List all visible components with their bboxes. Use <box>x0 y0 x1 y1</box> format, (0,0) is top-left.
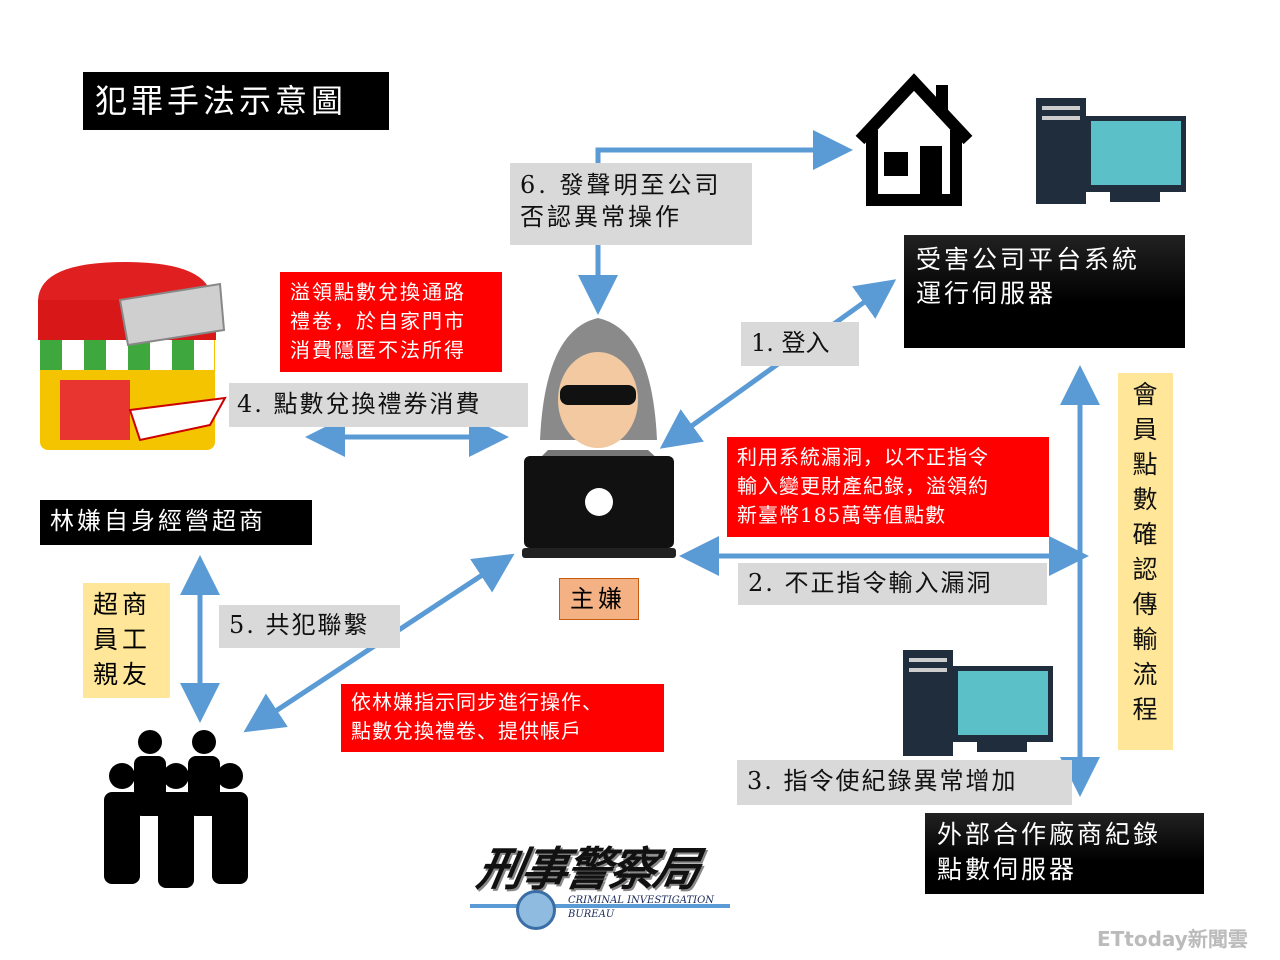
server-computer-icon <box>1036 98 1186 204</box>
logo-cn: 刑事警察局 <box>473 842 703 896</box>
vendor-server-label: 外部合作廠商紀錄 點數伺服器 <box>925 813 1204 894</box>
redeem-note-line3: 消費隱匿不法所得 <box>290 338 466 362</box>
accomplice-note-line1: 依林嫌指示同步進行操作、 <box>351 690 603 714</box>
suspect-label: 主嫌 <box>559 578 639 620</box>
step4-label: 4. 點數兌換禮券消費 <box>229 383 528 427</box>
exploit-note-line1: 利用系統漏洞，以不正指令 <box>737 445 989 469</box>
exploit-note-line2: 輸入變更財產紀錄，溢領約 <box>737 474 989 498</box>
badge-icon <box>516 890 556 930</box>
diagram-title: 犯罪手法示意圖 <box>83 72 389 130</box>
victim-server-line2: 運行伺服器 <box>916 278 1057 308</box>
exploit-note: 利用系統漏洞，以不正指令 輸入變更財產紀錄，溢領約 新臺幣185萬等值點數 <box>727 437 1049 537</box>
victim-server-line1: 受害公司平台系統 <box>916 245 1141 274</box>
step6-line1: 6. 發聲明至公司 <box>520 171 722 199</box>
watermark: ETtoday新聞雲 <box>1097 927 1248 951</box>
accomplices-line3: 親友 <box>93 660 152 689</box>
cib-logo: 刑事警察局 CRIMINAL INVESTIGATION BUREAU <box>470 838 732 938</box>
accomplices-line1: 超商 <box>93 590 152 619</box>
accomplices-group-icon <box>104 730 248 888</box>
convenience-store-icon <box>38 262 227 450</box>
logo-en: CRIMINAL INVESTIGATION BUREAU <box>568 895 715 920</box>
step1-label: 1. 登入 <box>741 322 859 366</box>
step3-label: 3. 指令使紀錄異常增加 <box>737 760 1072 805</box>
redeem-note-line2: 禮卷，於自家門市 <box>290 309 466 333</box>
store-label: 林嫌自身經營超商 <box>40 500 312 545</box>
verification-flow-label: 會員點數確認傳輸流程 <box>1118 373 1173 750</box>
accomplices-label: 超商 員工 親友 <box>83 583 170 698</box>
accomplice-note-line2: 點數兌換禮卷、提供帳戶 <box>351 719 582 743</box>
accomplice-note: 依林嫌指示同步進行操作、 點數兌換禮卷、提供帳戶 <box>341 684 664 752</box>
redeem-note: 溢領點數兌換通路 禮卷，於自家門市 消費隱匿不法所得 <box>280 272 502 372</box>
step2-label: 2. 不正指令輸入漏洞 <box>738 563 1047 605</box>
accomplices-line2: 員工 <box>93 625 152 654</box>
house-icon <box>855 73 973 206</box>
arrow-step6-to-home <box>595 130 853 170</box>
vendor-server-line2: 點數伺服器 <box>937 855 1078 884</box>
step5-label: 5. 共犯聯繫 <box>219 605 400 648</box>
exploit-note-line3: 新臺幣185萬等值點數 <box>737 503 947 527</box>
vendor-computer-icon <box>903 650 1053 756</box>
step6-label: 6. 發聲明至公司 否認異常操作 <box>510 163 752 245</box>
vendor-server-line1: 外部合作廠商紀錄 <box>937 820 1162 849</box>
step6-line2: 否認異常操作 <box>520 203 682 232</box>
hacker-icon <box>522 318 676 558</box>
victim-server-label: 受害公司平台系統 運行伺服器 <box>904 235 1185 348</box>
redeem-note-line1: 溢領點數兌換通路 <box>290 280 466 304</box>
